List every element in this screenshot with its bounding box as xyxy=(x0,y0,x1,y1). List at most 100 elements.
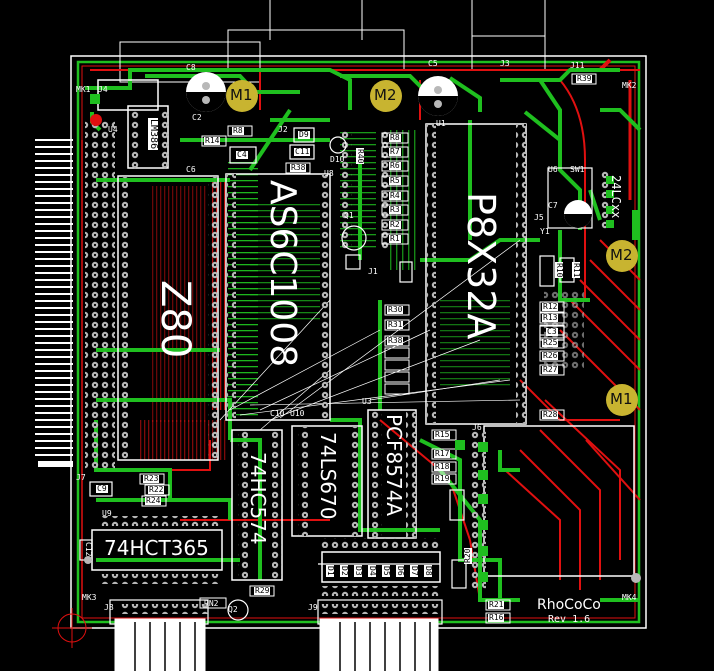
mount-label-m2: M2 xyxy=(374,86,397,104)
ref-r8b: R8 xyxy=(232,126,244,135)
ref-d2: D2 xyxy=(340,565,349,577)
ref-r16: R16 xyxy=(488,613,505,622)
ref-r4: R4 xyxy=(389,191,401,200)
mounting-holes xyxy=(84,80,641,583)
ref-j6: J6 xyxy=(472,423,482,432)
ref-r28: R28 xyxy=(542,410,559,419)
ref-r19: R19 xyxy=(434,474,451,483)
ref-u9: U9 xyxy=(102,509,112,518)
ref-r3: R3 xyxy=(389,205,401,214)
ref-r2: R2 xyxy=(389,220,401,229)
ref-d10: D10 xyxy=(330,155,345,164)
ref-c2: C2 xyxy=(192,113,202,122)
ref-r30: R30 xyxy=(387,305,404,314)
ls670-label: 74LS670 xyxy=(316,432,340,520)
ref-j5: J5 xyxy=(534,213,544,222)
z80-label: Z80 xyxy=(152,280,198,359)
ref-j7: J7 xyxy=(76,473,86,482)
ref-r17: R17 xyxy=(434,449,451,458)
ref-r22: R22 xyxy=(148,485,165,494)
ref-r23: R23 xyxy=(143,474,160,483)
hc574-label: 74HC574 xyxy=(246,452,270,545)
ref-c10: C10 xyxy=(270,409,285,418)
ref-u4: U4 xyxy=(108,125,118,134)
ref-r38b: R38 xyxy=(290,163,307,172)
ref-d1: D1 xyxy=(326,565,335,577)
ref-r7: R7 xyxy=(389,147,401,156)
ref-mk2: MK2 xyxy=(622,81,637,90)
ref-c4: C4 xyxy=(236,150,248,159)
electrolytic-caps xyxy=(186,72,592,228)
ref-q2: Q2 xyxy=(228,605,238,614)
ref-j3: J3 xyxy=(500,59,510,68)
edge-connector xyxy=(35,139,73,467)
ref-r20: R20 xyxy=(463,547,472,564)
ref-j4: J4 xyxy=(98,85,108,94)
ref-mk4: MK4 xyxy=(622,593,637,602)
ref-r29: R29 xyxy=(254,586,271,595)
ref-d4: D4 xyxy=(368,565,377,577)
ref-d7: D7 xyxy=(410,565,419,577)
ref-d8: D8 xyxy=(424,565,433,577)
ref-j9: J9 xyxy=(308,603,318,612)
top-traces xyxy=(85,68,642,602)
board-name: RhoCoCo xyxy=(537,597,601,613)
ref-d3: D3 xyxy=(354,565,363,577)
ref-c12: C12 xyxy=(84,542,93,557)
lm386-label: LM386 xyxy=(148,118,159,151)
ref-u6: U6 xyxy=(548,165,558,174)
ref-mk3: MK3 xyxy=(82,593,97,602)
ref-c6: C6 xyxy=(186,165,196,174)
ref-j1: J1 xyxy=(368,267,378,276)
ref-r31: R31 xyxy=(387,320,404,329)
eeprom-label: 24LCxx xyxy=(609,175,623,219)
ref-d6: D6 xyxy=(396,565,405,577)
ref-r14: R14 xyxy=(204,136,221,145)
ref-r38: R38 xyxy=(387,336,404,345)
mount-label-m1: M1 xyxy=(610,390,633,408)
ref-c7: C7 xyxy=(548,201,558,210)
ref-mk1: MK1 xyxy=(76,85,91,94)
ref-r5: R5 xyxy=(389,176,401,185)
ref-u3: U3 xyxy=(362,397,372,406)
ref-r15: R15 xyxy=(434,430,451,439)
mount-label-m2: M2 xyxy=(610,246,633,264)
ref-u1: U1 xyxy=(436,119,446,128)
ref-c11: C11 xyxy=(294,147,311,156)
ref-r1: R1 xyxy=(389,234,401,243)
ref-r39: R39 xyxy=(576,74,593,83)
ref-r11: R11 xyxy=(572,262,581,279)
ref-c3: C3 xyxy=(546,327,558,336)
ref-q1: Q1 xyxy=(344,211,354,220)
board-revision: Rev 1.6 xyxy=(548,614,591,625)
ref-r26: R26 xyxy=(542,351,559,360)
ref-r18: R18 xyxy=(434,462,451,471)
ref-y1: Y1 xyxy=(540,227,550,236)
ref-d9: D9 xyxy=(298,130,310,139)
ref-r25: R25 xyxy=(542,338,559,347)
ref-r8: R8 xyxy=(389,133,401,142)
ref-u10: U10 xyxy=(290,409,305,418)
ref-r12: R12 xyxy=(542,302,559,311)
ref-r21: R21 xyxy=(488,600,505,609)
ref-r10: R10 xyxy=(555,262,564,279)
ref-u8: U8 xyxy=(324,169,334,178)
ref-j8: J8 xyxy=(104,603,114,612)
ref-r40: R40 xyxy=(356,148,365,165)
sram-label: AS6C1008 xyxy=(262,180,303,368)
ref-c5: C5 xyxy=(428,59,438,68)
ref-j2: J2 xyxy=(278,125,288,134)
mount-label-m1: M1 xyxy=(230,86,253,104)
ref-c9: C9 xyxy=(96,484,108,493)
pcf-label: PCF8574A xyxy=(382,414,406,517)
ref-j11: J11 xyxy=(570,61,585,70)
hct365-label: 74HCT365 xyxy=(104,536,209,560)
ref-r27: R27 xyxy=(542,365,559,374)
ls670-outline xyxy=(291,425,363,537)
ref-rn2: RN2 xyxy=(204,599,219,608)
ref-r13: R13 xyxy=(542,313,559,322)
ref-r6: R6 xyxy=(389,161,401,170)
ref-c8: C8 xyxy=(186,63,196,72)
ref-r24: R24 xyxy=(145,496,162,505)
